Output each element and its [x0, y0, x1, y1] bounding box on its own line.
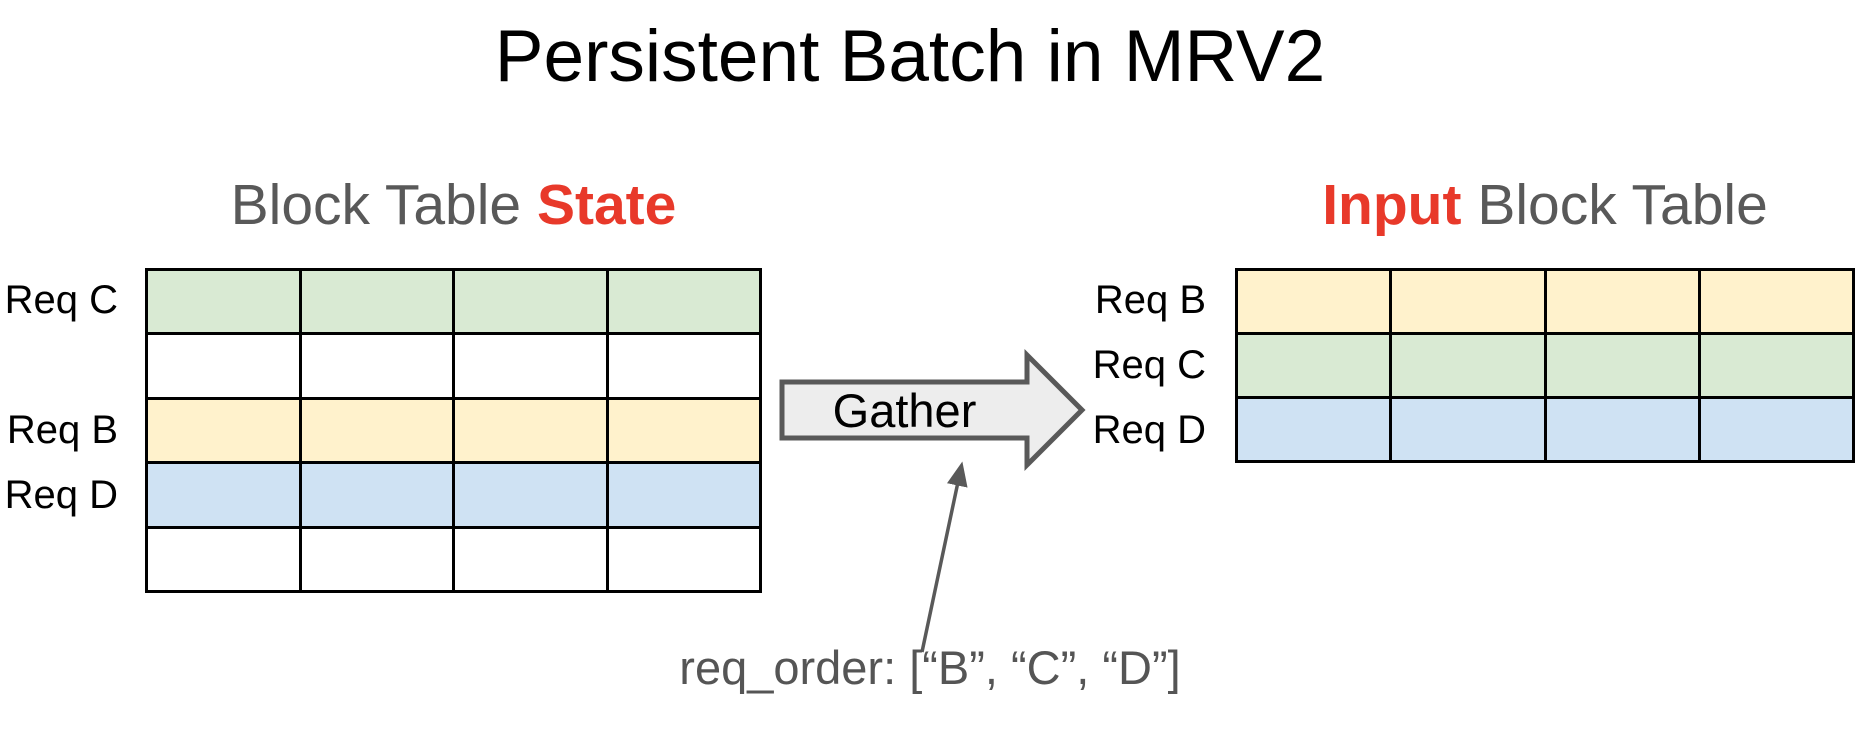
table-row: [1238, 335, 1852, 396]
input-block-table: [1235, 268, 1855, 463]
row-label: Req C: [1092, 343, 1206, 387]
block-cell: [301, 335, 452, 397]
table-row: [148, 271, 759, 333]
table-row: [1238, 271, 1852, 332]
table-row: [148, 335, 759, 397]
block-cell: [455, 399, 606, 462]
row-label: Req C: [4, 278, 118, 322]
row-label: Req D: [4, 473, 118, 517]
slide-title: Persistent Batch in MRV2: [494, 16, 1326, 97]
state-block-table: [145, 268, 762, 593]
input-table-header-suffix: Block Table: [1461, 173, 1768, 237]
req-order-annotation: req_order: [“B”, “C”, “D”]: [679, 641, 1181, 694]
block-cell: [608, 464, 759, 526]
state-table-row-labels: Req C Req B Req D: [0, 268, 118, 593]
table-row: [1238, 399, 1852, 460]
state-table-header: Block Table State: [145, 174, 762, 237]
input-table-header: Input Block Table: [1235, 174, 1855, 237]
row-label: Req B: [1094, 278, 1206, 322]
block-cell: [301, 464, 452, 526]
table-row: [148, 528, 759, 590]
block-cell: [1700, 335, 1852, 396]
block-cell: [1546, 399, 1698, 460]
row-label: Req B: [6, 408, 118, 452]
row-label: Req D: [1092, 408, 1206, 452]
block-cell: [608, 271, 759, 333]
state-table-header-highlight: State: [536, 173, 677, 237]
block-cell: [1238, 271, 1390, 332]
block-cell: [1238, 399, 1390, 460]
state-table-header-prefix: Block Table: [230, 173, 537, 237]
table-row: [148, 399, 759, 462]
row-label: [0, 528, 118, 593]
block-cell: [608, 528, 759, 590]
input-table-header-highlight: Input: [1322, 173, 1462, 237]
input-table-row-labels: Req B Req C Req D: [1080, 268, 1206, 463]
row-label: [0, 333, 118, 398]
req-order-arrow: [920, 461, 968, 653]
block-cell: [455, 464, 606, 526]
block-cell: [1700, 399, 1852, 460]
gather-label: Gather: [832, 383, 977, 437]
block-cell: [608, 399, 759, 462]
block-cell: [1546, 335, 1698, 396]
block-cell: [455, 271, 606, 333]
block-cell: [1546, 271, 1698, 332]
block-cell: [301, 399, 452, 462]
block-cell: [1700, 271, 1852, 332]
block-cell: [1238, 335, 1390, 396]
block-cell: [148, 271, 299, 333]
block-cell: [301, 528, 452, 590]
block-cell: [148, 464, 299, 526]
block-cell: [148, 399, 299, 462]
block-cell: [1392, 335, 1544, 396]
table-row: [148, 464, 759, 526]
block-cell: [301, 271, 452, 333]
block-cell: [1392, 399, 1544, 460]
block-cell: [455, 528, 606, 590]
block-cell: [455, 335, 606, 397]
block-cell: [608, 335, 759, 397]
block-cell: [148, 528, 299, 590]
block-cell: [1392, 271, 1544, 332]
block-cell: [148, 335, 299, 397]
